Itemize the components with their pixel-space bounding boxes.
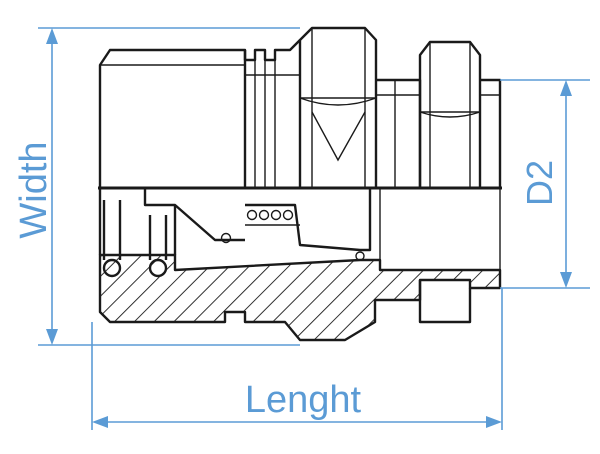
- width-label: Width: [13, 141, 55, 238]
- d2-dimension: [500, 79, 590, 289]
- o-ring: [355, 251, 365, 261]
- length-label: Lenght: [245, 379, 362, 421]
- d2-label: D2: [519, 160, 560, 206]
- fitting-exterior: [98, 26, 502, 190]
- ball-bearing-1: [102, 258, 122, 278]
- hatched-section: [98, 253, 502, 342]
- fitting-section: [98, 188, 502, 342]
- length-dimension: [91, 288, 503, 430]
- spring: [220, 209, 294, 244]
- width-dimension: [38, 27, 300, 346]
- ball-bearing-2: [148, 258, 168, 278]
